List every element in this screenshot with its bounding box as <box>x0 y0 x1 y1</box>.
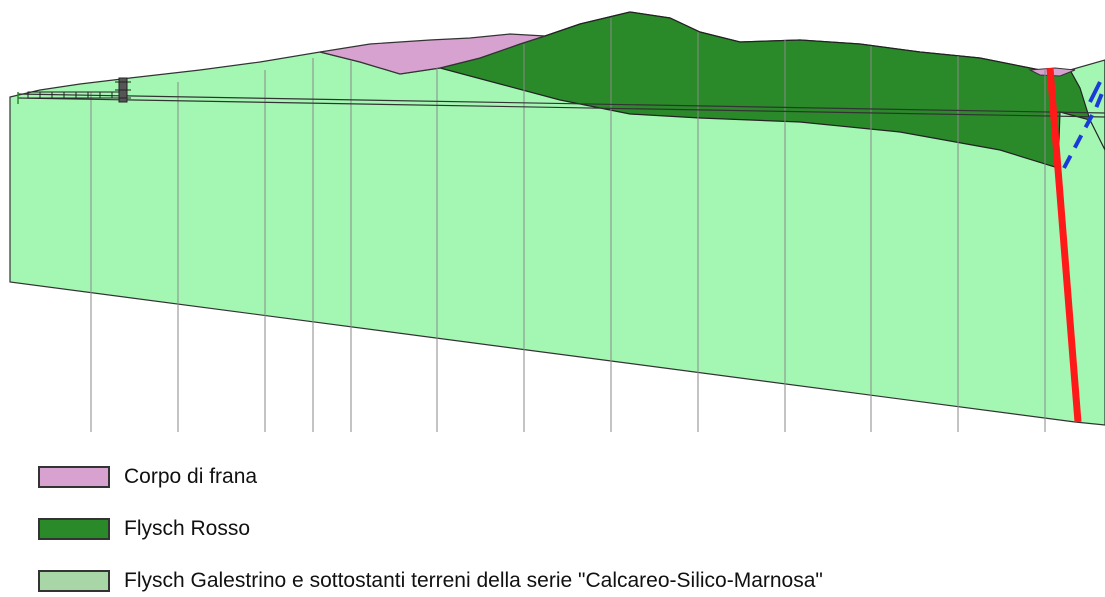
legend-label: Flysch Galestrino e sottostanti terreni … <box>124 569 823 592</box>
flysch-rosso-unit <box>437 11 1105 169</box>
legend-swatch-flysch-galestrino <box>38 570 110 592</box>
dashed-contact-line <box>1062 85 1105 169</box>
legend-item-frana: Corpo di frana <box>38 465 257 489</box>
tunnel-alignment <box>17 92 1105 118</box>
legend-swatch-frana <box>38 466 110 488</box>
legend-swatch-flysch-rosso <box>38 518 110 540</box>
geologic-cross-section <box>9 11 1105 432</box>
fault-line <box>1046 67 1082 423</box>
legend-label: Flysch Rosso <box>124 517 251 540</box>
legend-item-flysch-rosso: Flysch Rosso <box>38 517 250 541</box>
legend-item-flysch-galestrino: Flysch Galestrino e sottostanti terreni … <box>38 569 823 593</box>
portal-structure-icon <box>27 77 131 103</box>
corpo-di-frana-unit <box>319 33 546 75</box>
vertical-gridlines <box>90 18 1046 432</box>
dashed-contact-segment <box>1088 81 1102 103</box>
legend-label: Corpo di frana <box>124 465 258 488</box>
